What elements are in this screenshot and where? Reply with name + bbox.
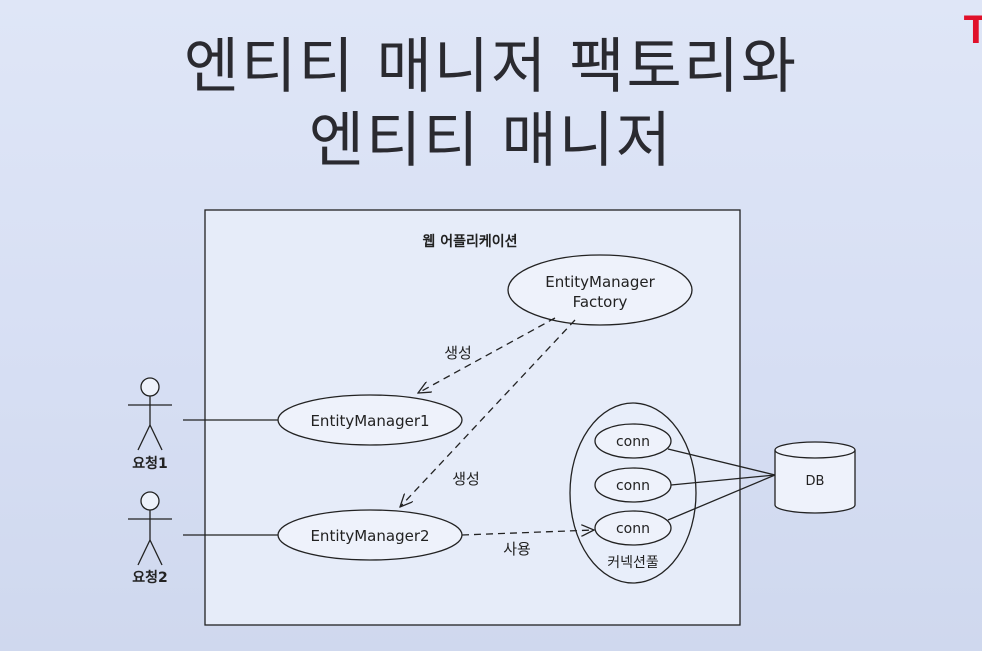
slide-title-line1: 엔티티 매니저 팩토리와 [183,32,799,102]
factory-label-line1: EntityManager [545,273,655,291]
db-label: DB [806,474,825,489]
channel-logo: T [963,8,982,52]
conn-db-line [670,474,776,486]
em1-label: EntityManager1 [310,412,429,430]
actor1-label: 요청1 [132,456,168,472]
actor2-icon [128,491,172,566]
use-arrow [461,530,594,535]
use-label: 사용 [503,540,531,558]
db-cylinder [774,441,856,514]
conn-node [594,423,672,459]
conn2-label: conn [616,478,650,494]
conn1-label: conn [616,434,650,450]
factory-label-line2: Factory [573,293,628,311]
entity-manager-factory-node [507,254,693,326]
create-label-2: 생성 [452,470,480,488]
create-arrow-1 [418,317,556,393]
conn-db-line [667,448,776,476]
slide-title-line2: 엔티티 매니저 [308,106,674,176]
create-label-1: 생성 [444,344,472,362]
container-label: 웹 어플리케이션 [422,233,517,250]
conn3-label: conn [616,521,650,537]
actor2-label: 요청2 [132,570,168,586]
create-arrow-2 [400,319,576,507]
pool-label: 커넥션풀 [607,555,659,571]
actor1-icon [128,377,172,451]
em2-label: EntityManager2 [310,527,429,545]
conn-db-line [667,474,776,521]
